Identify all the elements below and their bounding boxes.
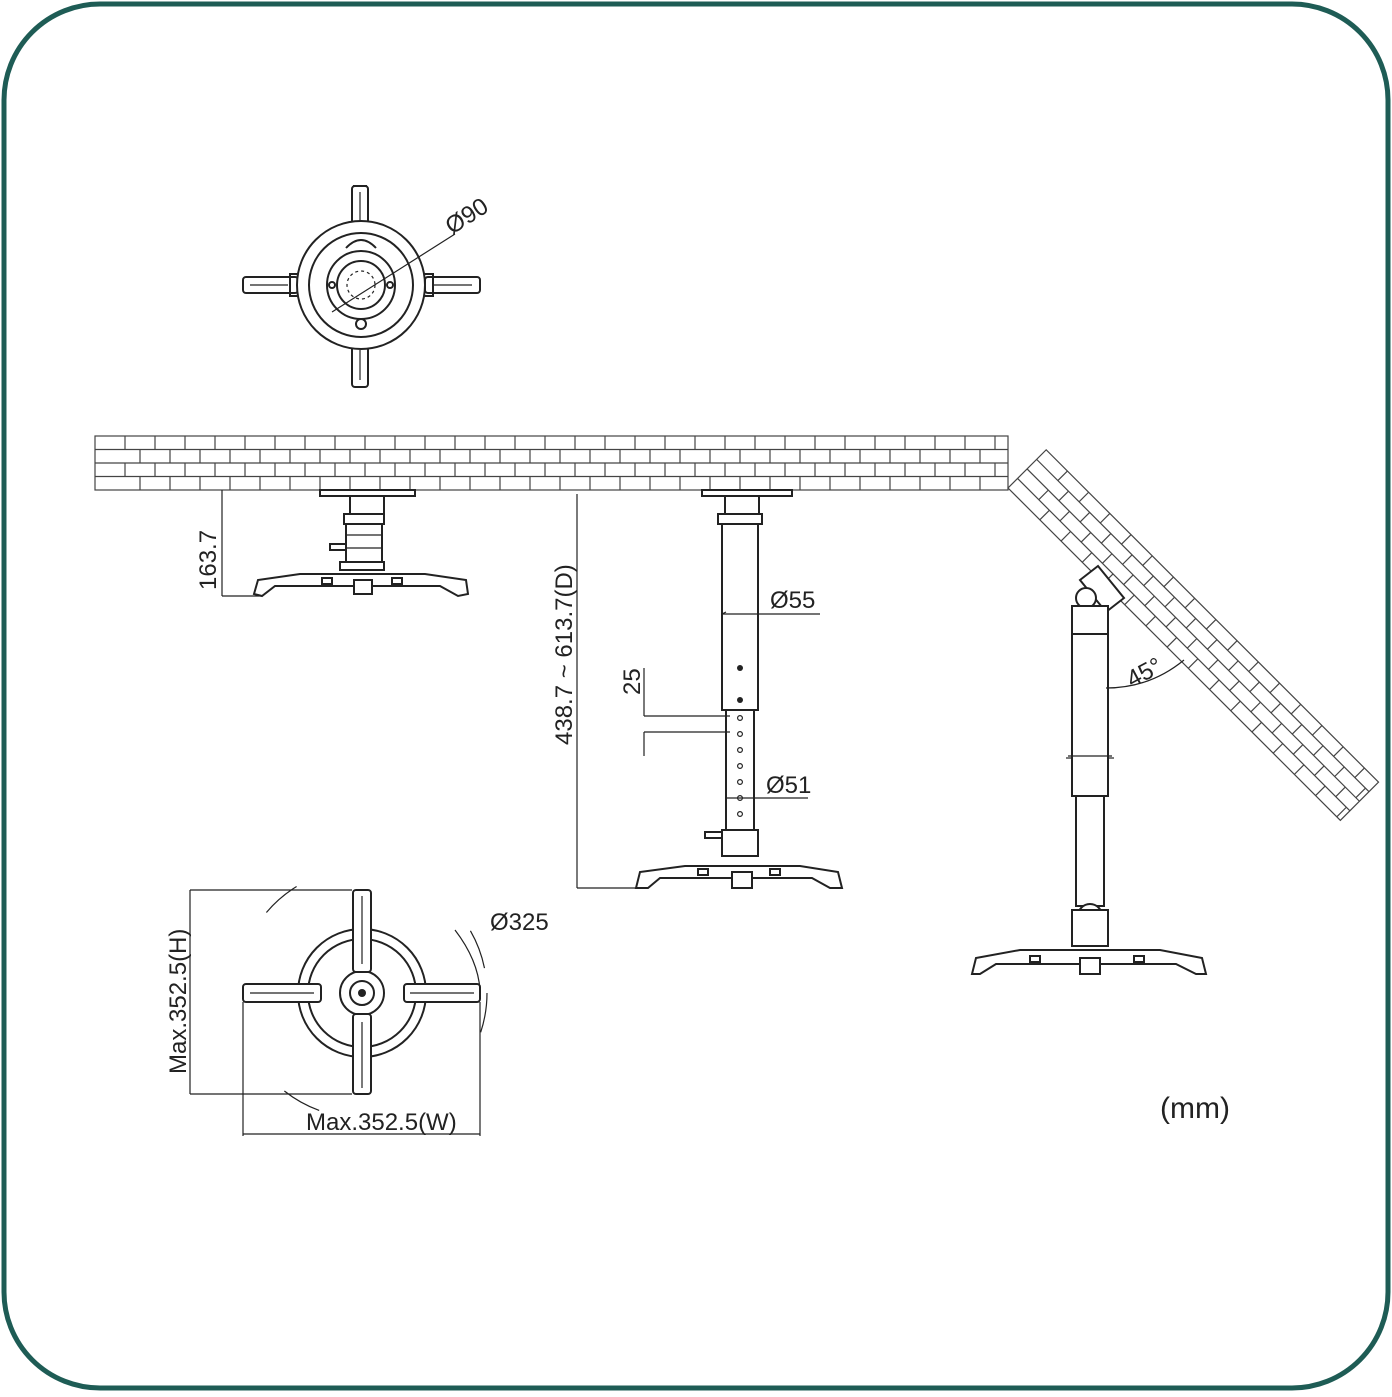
mount-disc <box>296 220 426 350</box>
upper-tube <box>721 523 759 711</box>
handle-loop <box>345 239 377 249</box>
tilted-lower-tube <box>1075 795 1105 907</box>
ceiling-bricks <box>94 435 1009 491</box>
hole <box>736 730 743 737</box>
top-view-diameter-label: Ø90 <box>441 193 494 240</box>
max-width-label: Max.352.5(W) <box>306 1109 457 1136</box>
tilt-bracket <box>1078 564 1126 614</box>
hole-pitch-label: 25 <box>619 668 646 695</box>
rotation-circle <box>236 867 488 1119</box>
sloped-ceiling-bricks <box>1007 448 1380 822</box>
short-drop-label: 163.7 <box>195 530 222 590</box>
slope-wrap <box>1007 448 1380 822</box>
top-view-small: Ø90 <box>242 185 494 388</box>
max-height-label: Max.352.5(H) <box>165 929 192 1074</box>
tilted-upper-tube <box>1071 633 1109 797</box>
hole <box>736 810 743 817</box>
tilt-angle-label: 45° <box>1122 652 1167 693</box>
hole <box>736 778 743 785</box>
hole <box>736 762 743 769</box>
tilted-mount: 45° <box>970 564 1208 975</box>
lower-tube <box>725 709 755 833</box>
angle-arc <box>1105 659 1185 689</box>
plate-diameter-label: Ø325 <box>490 909 549 936</box>
short-mount: 163.7 <box>195 489 470 598</box>
diameter-leader <box>331 233 456 313</box>
pole-range-label: 438.7 ~ 613.7(D) <box>551 564 578 745</box>
units-label: (mm) <box>1160 1092 1230 1125</box>
bottom-plan-view: Ø325 Max.352.5(H) Max.352.5(W) <box>165 867 549 1136</box>
short-column <box>345 523 383 565</box>
hole <box>736 714 743 721</box>
extended-mount: Ø55 Ø51 25 438.7 ~ 613.7(D) <box>551 489 844 889</box>
lower-tube-diameter-label: Ø51 <box>766 772 811 799</box>
hole <box>736 746 743 753</box>
upper-tube-diameter-label: Ø55 <box>770 587 815 614</box>
